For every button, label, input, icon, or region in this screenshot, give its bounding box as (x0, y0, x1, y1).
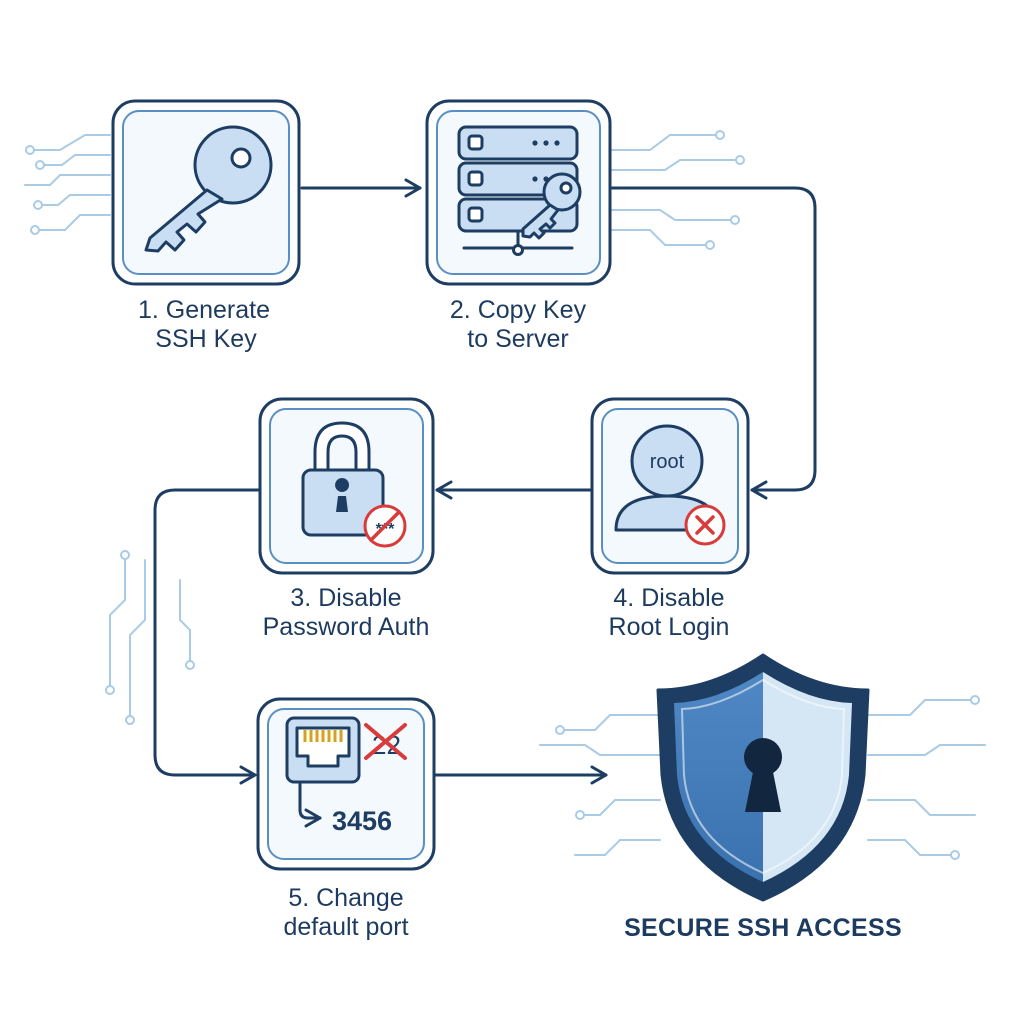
step-1-title: 1. Generate (138, 296, 270, 324)
result-shield: SECURE SSH ACCESS (624, 653, 902, 942)
deny-x-icon (684, 504, 726, 546)
arrow-step3-to-step5 (153, 488, 262, 785)
password-blocked-icon: *** (363, 504, 407, 548)
circuit-decoration-right-top (611, 130, 745, 250)
step-5-title: 5. Change (288, 884, 403, 912)
step-2-title: 2. Copy Key (450, 296, 587, 324)
step-3-title: 3. Disable (290, 584, 401, 612)
arrow-step2-to-step4 (610, 186, 817, 500)
key-icon (144, 125, 273, 253)
network-port-icon (285, 716, 361, 828)
step-2-card: 2. Copy Key to Server (425, 99, 612, 353)
step-1-subtitle: SSH Key (155, 325, 257, 353)
password-mask: *** (376, 521, 395, 538)
step-1-card: 1. Generate SSH Key (111, 99, 301, 353)
new-port-number: 3456 (332, 806, 392, 836)
result-label: SECURE SSH ACCESS (624, 914, 902, 942)
circuit-decoration-left-middle (105, 550, 195, 725)
padlock-icon (301, 421, 385, 537)
step-4-title: 4. Disable (613, 584, 724, 612)
old-port-crossed: 22 (364, 723, 407, 760)
shield-keyhole-icon (656, 653, 870, 902)
step-5-subtitle: default port (283, 913, 408, 941)
flow-connectors (153, 178, 817, 785)
step-4-card: root 4. Disable Root Login (590, 397, 750, 641)
step-3-subtitle: Password Auth (263, 613, 430, 641)
server-key-icon (457, 125, 582, 256)
step-4-subtitle: Root Login (609, 613, 730, 641)
root-label: root (650, 451, 685, 473)
circuit-decoration-left-top (24, 134, 111, 235)
step-5-card: 22 3456 5. Change default port (256, 697, 436, 941)
root-user-icon: root (614, 424, 720, 532)
circuit-decoration-around-shield (539, 695, 986, 860)
step-2-subtitle: to Server (467, 325, 568, 353)
step-3-card: *** 3. Disable Password Auth (258, 397, 435, 641)
